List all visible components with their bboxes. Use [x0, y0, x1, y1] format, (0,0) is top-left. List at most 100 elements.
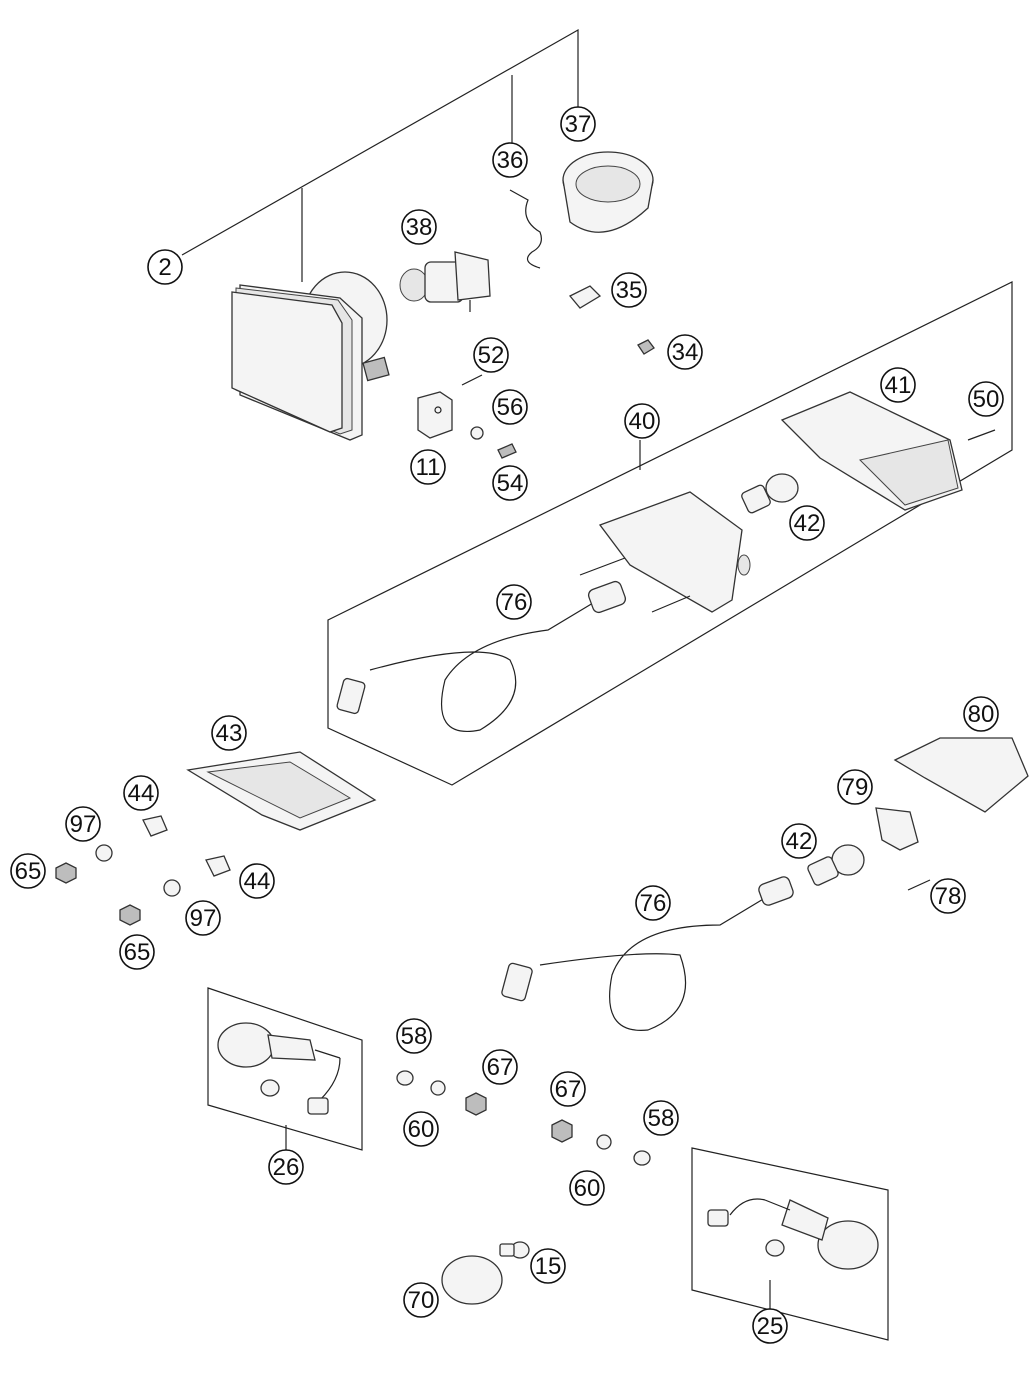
- callout-25: 25: [752, 1308, 788, 1344]
- svg-text:60: 60: [408, 1116, 435, 1143]
- svg-text:65: 65: [124, 939, 151, 966]
- nut-65a: [55, 862, 77, 884]
- nut-67b: [551, 1119, 573, 1143]
- callout-60-right: 60: [569, 1170, 605, 1206]
- callout-37: 37: [560, 106, 596, 142]
- washer-97b: [163, 879, 181, 897]
- svg-text:26: 26: [273, 1154, 300, 1181]
- washer-58a: [396, 1070, 414, 1086]
- tail-light-housing: [579, 491, 751, 613]
- turn-signal-right: [707, 1198, 879, 1270]
- leader-lines: [181, 28, 1013, 1341]
- svg-text:25: 25: [757, 1313, 784, 1340]
- callout-2: 2: [147, 249, 183, 285]
- callout-60-left: 60: [403, 1111, 439, 1147]
- bulb-socket: [637, 339, 655, 355]
- callout-34: 34: [667, 334, 703, 370]
- callout-67-right: 67: [550, 1071, 586, 1107]
- washer-97a: [95, 844, 113, 862]
- svg-text:50: 50: [973, 386, 1000, 413]
- svg-text:42: 42: [794, 510, 821, 537]
- svg-text:79: 79: [842, 774, 869, 801]
- turn-signal-left: [217, 1022, 341, 1115]
- washer-56: [470, 426, 484, 440]
- callout-36: 36: [492, 142, 528, 178]
- svg-text:38: 38: [406, 214, 433, 241]
- callout-35: 35: [611, 272, 647, 308]
- svg-text:70: 70: [408, 1287, 435, 1314]
- callout-50: 50: [968, 381, 1004, 417]
- rubber-boot: [562, 151, 654, 233]
- callout-42-top: 42: [789, 505, 825, 541]
- svg-text:56: 56: [497, 394, 524, 421]
- bushing-44a: [142, 815, 168, 837]
- callout-11: 11: [410, 449, 446, 485]
- svg-text:80: 80: [968, 701, 995, 728]
- svg-text:42: 42: [786, 828, 813, 855]
- screw-78: [907, 879, 931, 891]
- nut-65b: [119, 904, 141, 926]
- callout-76-bottom: 76: [635, 885, 671, 921]
- screw-50: [967, 429, 996, 441]
- svg-text:67: 67: [487, 1054, 514, 1081]
- callout-44-left: 44: [123, 775, 159, 811]
- svg-text:65: 65: [15, 858, 42, 885]
- svg-text:60: 60: [574, 1175, 601, 1202]
- callout-54: 54: [492, 465, 528, 501]
- svg-text:78: 78: [935, 883, 962, 910]
- svg-text:40: 40: [629, 408, 656, 435]
- callout-40: 40: [624, 403, 660, 439]
- wiring-harness-80: [501, 876, 794, 1031]
- callout-38: 38: [401, 209, 437, 245]
- callout-79: 79: [837, 769, 873, 805]
- svg-text:36: 36: [497, 147, 524, 174]
- callout-76-top: 76: [496, 584, 532, 620]
- headlight-assembly: [231, 271, 390, 441]
- svg-text:67: 67: [555, 1076, 582, 1103]
- svg-text:11: 11: [416, 454, 441, 481]
- plate-light-cover: [893, 737, 1029, 813]
- callout-80: 80: [963, 696, 999, 732]
- callout-26: 26: [268, 1149, 304, 1185]
- svg-text:58: 58: [648, 1105, 675, 1132]
- nut-67a: [465, 1092, 487, 1116]
- lock-washer-60a: [430, 1080, 446, 1096]
- callout-70: 70: [403, 1282, 439, 1318]
- svg-text:44: 44: [128, 780, 155, 807]
- washer-58b: [633, 1150, 651, 1166]
- svg-text:52: 52: [478, 342, 505, 369]
- svg-text:76: 76: [640, 890, 667, 917]
- callout-56: 56: [492, 389, 528, 425]
- tail-bulb: [741, 473, 799, 514]
- plate-light-holder: [875, 807, 919, 851]
- svg-text:43: 43: [216, 720, 243, 747]
- svg-text:58: 58: [401, 1023, 428, 1050]
- callout-43: 43: [211, 715, 247, 751]
- svg-text:54: 54: [497, 470, 524, 497]
- svg-text:35: 35: [616, 277, 643, 304]
- bushing-44b: [205, 855, 231, 877]
- callout-97-left: 97: [65, 806, 101, 842]
- svg-text:97: 97: [70, 811, 97, 838]
- lens-70: [441, 1255, 503, 1305]
- spring-clip: [509, 189, 542, 269]
- callout-15: 15: [530, 1248, 566, 1284]
- callout-42-bottom: 42: [781, 823, 817, 859]
- svg-text:2: 2: [158, 254, 171, 281]
- callout-97-right: 97: [185, 900, 221, 936]
- callout-44-right: 44: [239, 863, 275, 899]
- callout-65-left: 65: [10, 853, 46, 889]
- callout-78: 78: [930, 878, 966, 914]
- plate-light-bulb: [807, 844, 865, 886]
- svg-text:34: 34: [672, 339, 699, 366]
- callout-65-right: 65: [119, 934, 155, 970]
- bulb-15: [499, 1241, 530, 1259]
- svg-text:37: 37: [565, 111, 592, 138]
- callout-58-left: 58: [396, 1018, 432, 1054]
- callout-58-right: 58: [643, 1100, 679, 1136]
- callout-41: 41: [880, 367, 916, 403]
- svg-text:41: 41: [885, 372, 912, 399]
- svg-text:76: 76: [501, 589, 528, 616]
